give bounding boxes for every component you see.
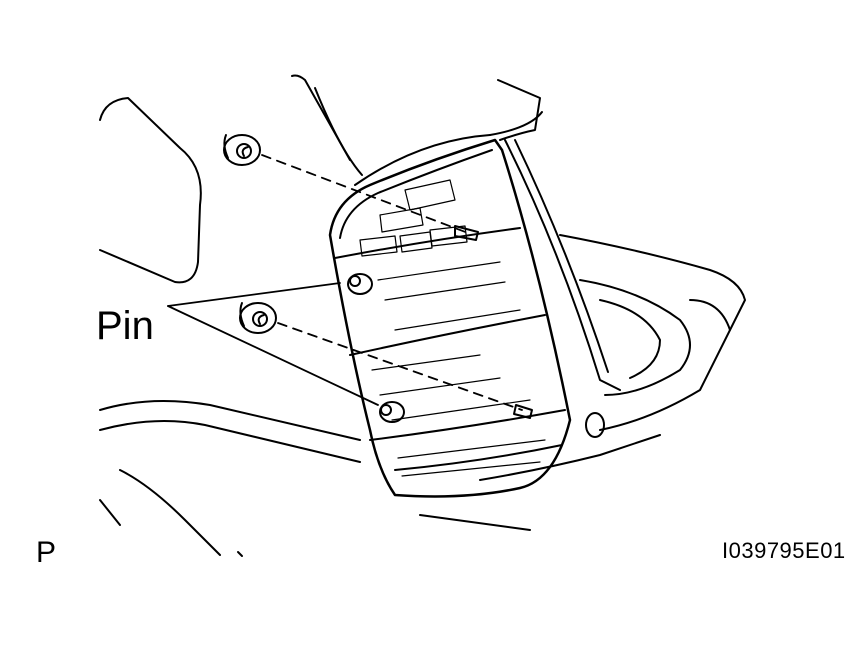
pin-callout-leaders	[167, 282, 379, 406]
pin-clip-upper	[223, 134, 261, 166]
figure-id: I039795E01	[722, 538, 846, 563]
vehicle-body-panel	[99, 74, 746, 557]
corner-letter: P	[36, 536, 57, 569]
pin-callout-label: Pin	[96, 304, 154, 348]
tail-lamp-assembly	[328, 138, 572, 498]
alignment-lines	[261, 154, 523, 411]
pin-clip-lower	[239, 302, 277, 334]
